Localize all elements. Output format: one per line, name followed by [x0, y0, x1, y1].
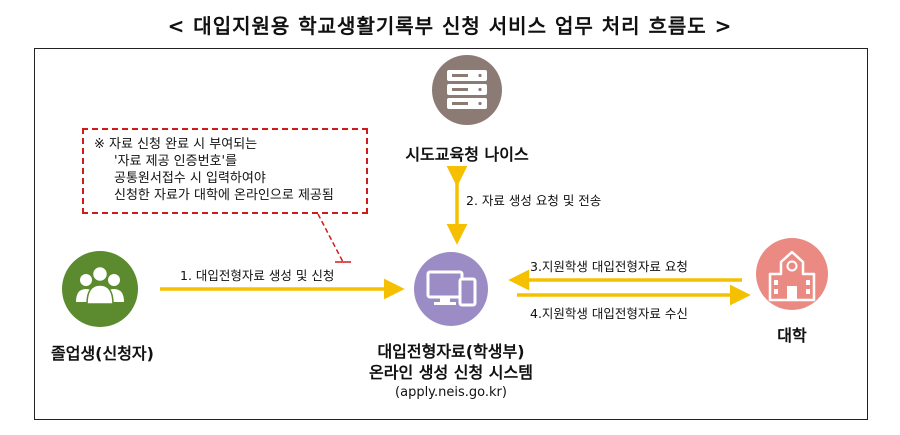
step3-label: 3.지원학생 대입전형자료 요청 — [530, 259, 688, 274]
note-connector — [317, 213, 351, 263]
step2-label: 2. 자료 생성 요청 및 전송 — [466, 193, 602, 208]
university-label: 대학 — [777, 326, 807, 345]
applicant-label: 졸업생(신청자) — [51, 344, 154, 363]
university-building-icon — [756, 238, 828, 310]
diagram-title: < 대입지원용 학교생활기록부 신청 서비스 업무 처리 흐름도 > — [167, 14, 733, 38]
note-line-2: '자료 제공 인증번호'를 — [114, 154, 238, 169]
system-label-line2: 온라인 생성 신청 시스템 — [369, 363, 533, 382]
note-line-4: 신청한 자료가 대학에 온라인으로 제공됨 — [114, 188, 334, 203]
note-line-3: 공통원서접수 시 입력하여야 — [114, 171, 266, 186]
diagram-frame — [34, 48, 868, 420]
server-icon — [432, 55, 502, 125]
system-url: (apply.neis.go.kr) — [395, 385, 507, 400]
step1-label: 1. 대입전형자료 생성 및 신청 — [180, 268, 335, 283]
step4-label: 4.지원학생 대입전형자료 수신 — [530, 306, 688, 321]
note-line-1: ※ 자료 신청 완료 시 부여되는 — [94, 137, 258, 152]
people-icon — [62, 251, 138, 327]
system-label-line1: 대입전형자료(학생부) — [377, 342, 525, 361]
devices-icon — [414, 252, 488, 326]
note-box: ※ 자료 신청 완료 시 부여되는 '자료 제공 인증번호'를 공통원서접수 시… — [82, 128, 368, 214]
neis-label: 시도교육청 나이스 — [405, 145, 529, 164]
